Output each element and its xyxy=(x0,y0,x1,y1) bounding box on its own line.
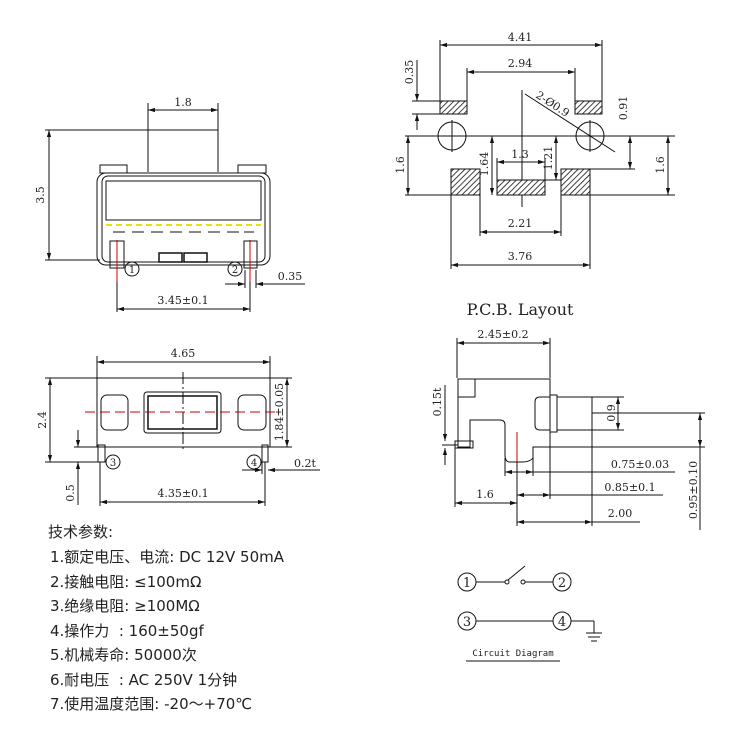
ground-icon xyxy=(571,620,602,642)
svg-text:4: 4 xyxy=(558,615,566,630)
dim-holes: 2-Ø0.9 xyxy=(533,89,571,120)
dim-pin-pitch: 3.45±0.1 xyxy=(157,294,208,307)
circuit-pin-3: 3 xyxy=(457,611,477,631)
circuit-title: Circuit Diagram xyxy=(472,649,553,659)
spec-item: 7.使用温度范围: -20～+70℃ xyxy=(50,695,252,713)
circuit-pin-4: 4 xyxy=(552,611,572,631)
spec-item: 6.耐电压 : AC 250V 1分钟 xyxy=(50,671,237,689)
dim-outer: 4.41 xyxy=(508,31,533,44)
specs-title: 技术参数: xyxy=(48,523,113,541)
side-view: 2.45±0.2 0.9 0.15t 0.95±0.10 0.75±0.03 0… xyxy=(431,328,705,530)
dim-height: 3.5 xyxy=(34,186,47,204)
dim-thickness: 0.2t xyxy=(294,457,316,470)
pin-3-marker: 3 xyxy=(105,454,121,470)
dim-0-85: 0.85±0.1 xyxy=(604,481,655,494)
dim-left: 1.6 xyxy=(394,156,407,174)
dim-leg: 0.5 xyxy=(64,484,77,502)
pcb-layout: 4.41 2.94 0.35 2-Ø0.9 1.6 1.64 1.3 xyxy=(394,31,675,319)
dim-1-6: 1.6 xyxy=(476,488,494,501)
dim-pin-width: 0.35 xyxy=(278,270,303,283)
spec-item: 5.机械寿命: 50000次 xyxy=(50,646,197,664)
dim-body: 1.84±0.05 xyxy=(273,383,286,441)
svg-text:1: 1 xyxy=(129,265,135,276)
dim-thick: 0.15t xyxy=(431,387,444,416)
svg-text:3: 3 xyxy=(110,458,116,469)
dim-0-75: 0.75±0.03 xyxy=(611,458,669,471)
switch-contact xyxy=(507,565,526,581)
dim-1-64: 1.64 xyxy=(478,152,491,177)
dim-width: 4.65 xyxy=(171,347,196,360)
dim-actuator-width: 1.8 xyxy=(174,96,192,109)
svg-text:4: 4 xyxy=(251,458,257,469)
top-view: 4.65 2.4 1.84±0.05 3 4 0.5 0.2t 4.35±0.1 xyxy=(36,347,320,506)
svg-text:1: 1 xyxy=(463,576,471,591)
spec-item: 1.额定电压、电流: DC 12V 50mA xyxy=(50,548,285,566)
pin-4-marker: 4 xyxy=(246,454,262,470)
dim-1-21: 1.21 xyxy=(542,146,555,171)
spec-item: 3.绝缘电阻: ≥100MΩ xyxy=(50,597,200,615)
dim-2-21: 2.21 xyxy=(508,217,533,230)
specifications: 技术参数: 1.额定电压、电流: DC 12V 50mA 2.接触电阻: ≤10… xyxy=(48,523,285,713)
dim-0-95: 0.95±0.10 xyxy=(687,461,700,519)
front-view: 1.8 3.5 1 2 3.45±0.1 0.35 xyxy=(34,96,305,312)
dim-pad-height: 0.35 xyxy=(403,60,416,85)
circuit-pin-2: 2 xyxy=(552,572,572,592)
dim-inner: 2.94 xyxy=(508,57,533,70)
pin-1-marker: 1 xyxy=(124,261,140,277)
dim-pitch: 4.35±0.1 xyxy=(157,487,208,500)
dim-right: 1.6 xyxy=(654,156,667,174)
svg-text:2: 2 xyxy=(558,576,566,591)
svg-text:3: 3 xyxy=(463,615,471,630)
spec-item: 4.操作力 : 160±50gf xyxy=(50,622,204,640)
svg-text:2: 2 xyxy=(232,265,238,276)
dim-2-00: 2.00 xyxy=(608,507,633,520)
circuit-diagram: 1 2 3 4 Circuit Diagram xyxy=(457,565,602,662)
pcb-layout-title: P.C.B. Layout xyxy=(467,300,574,319)
dim-depth: 2.45±0.2 xyxy=(477,328,528,341)
dim-offset: 0.91 xyxy=(617,96,630,121)
spec-item: 2.接触电阻: ≤100mΩ xyxy=(50,573,201,591)
dim-3-76: 3.76 xyxy=(508,250,533,263)
pin-2-marker: 2 xyxy=(227,261,243,277)
dim-height: 2.4 xyxy=(36,411,49,429)
dim-1-3: 1.3 xyxy=(511,148,529,161)
circuit-pin-1: 1 xyxy=(457,572,477,592)
